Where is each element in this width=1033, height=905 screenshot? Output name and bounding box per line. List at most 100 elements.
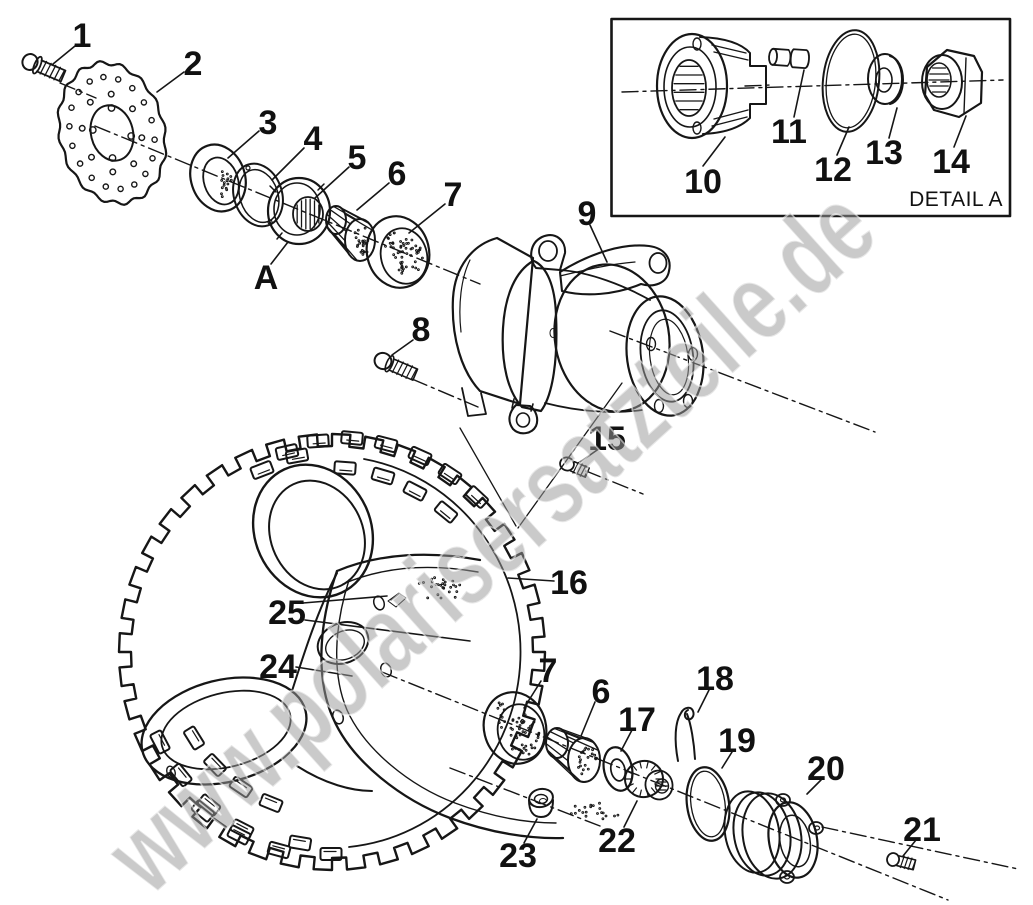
leader-13 (888, 107, 898, 139)
stipple-dot (353, 231, 357, 235)
stipple-dot (394, 256, 398, 259)
stipple-dot (417, 268, 420, 272)
stipple-dot (596, 812, 599, 815)
stipple-dot (518, 748, 521, 752)
part-24-wheel-rim (140, 553, 565, 840)
part-5-locking-hub (266, 176, 332, 246)
stipple-dot (591, 804, 595, 807)
bearing-rib (328, 208, 352, 225)
callout-16: 16 (550, 564, 588, 602)
part-22-flange-nut (624, 759, 674, 801)
stipple-dot (497, 721, 501, 724)
stipple-dot (391, 242, 395, 245)
stipple-dot (529, 743, 533, 747)
stipple-dot (363, 226, 367, 230)
leader-19 (721, 751, 733, 769)
part-2-brake-disc (56, 60, 168, 206)
stipple-dot (396, 251, 400, 255)
stipple-dot (399, 250, 402, 254)
disc-hole (127, 132, 136, 140)
leader-6b (580, 701, 596, 737)
bearing-rib (329, 230, 352, 258)
bearing-rib (563, 730, 595, 744)
disc-hole (75, 88, 82, 96)
stipple-dot (388, 241, 392, 245)
stipple-dot (405, 252, 409, 256)
stipple-dot (411, 265, 415, 269)
disc-hole (149, 154, 156, 162)
part-12-retainer-ring (821, 29, 881, 133)
stipple-dot (532, 720, 536, 724)
tread-block (373, 434, 399, 454)
tread-block (433, 500, 459, 524)
stipple-dot (524, 748, 528, 752)
tread-block-edge (346, 439, 360, 442)
stipple-dot (583, 805, 587, 809)
disc-hole (102, 183, 110, 190)
stipple-dot (404, 238, 408, 241)
part-10-locking-hub-detail (655, 32, 773, 140)
stipple-dot (224, 186, 228, 190)
tread-block (226, 824, 252, 846)
stipple-dot (226, 182, 230, 186)
disc-hole (107, 90, 115, 98)
part-6b-bearing (545, 727, 601, 783)
disc-hole (108, 154, 117, 162)
disc-hole (130, 160, 138, 168)
stipple-dot (518, 724, 522, 727)
leader-17 (620, 729, 633, 752)
part-7b-bearing-cup (482, 691, 548, 765)
stipple-dot (447, 590, 451, 594)
stipple-dot (511, 747, 514, 751)
leader-3 (227, 130, 260, 159)
stipple-dot (361, 253, 365, 256)
disc-hole (138, 134, 146, 142)
stipple-dot (361, 239, 365, 243)
stipple-dot (594, 756, 597, 760)
stipple-dot (580, 751, 583, 754)
tread-block-edge (443, 472, 456, 481)
leader-7 (408, 203, 446, 234)
stipple-dot (433, 576, 437, 580)
stipple-dot (527, 729, 531, 732)
stipple-dot (500, 715, 504, 719)
nut-serration (654, 770, 662, 775)
stipple-dot (430, 585, 433, 589)
callout-leader-lines (52, 45, 967, 857)
tread-block-edge (292, 838, 306, 842)
disc-hole (66, 123, 73, 130)
stipple-dot (593, 753, 597, 757)
part-11-pin (768, 47, 810, 69)
stipple-dot (583, 748, 587, 751)
stipple-dot (451, 579, 455, 583)
leader-15 (579, 447, 601, 463)
bearing-rib (326, 213, 347, 233)
callout-3: 3 (259, 104, 278, 142)
stipple-dot (514, 746, 517, 750)
callout-23: 23 (499, 837, 537, 875)
tire-bead-opening (251, 463, 375, 599)
rim-lip-hole (166, 765, 176, 779)
stipple-dot (616, 813, 620, 817)
stipple-dot (443, 583, 447, 587)
stipple-dot (527, 752, 531, 756)
tread-block-edge (191, 730, 200, 742)
detail-a-label: DETAIL A (909, 188, 1003, 211)
stipple-dot (591, 748, 594, 752)
part-20-hub-cap (723, 790, 824, 884)
callout-5: 5 (348, 139, 367, 177)
spline-hatching (296, 65, 950, 791)
part-25-valve-stem (387, 592, 407, 608)
assembly-axis-lines (59, 82, 876, 529)
stipple-dot (222, 181, 226, 185)
tread-block (319, 846, 343, 862)
stipple-dot (417, 582, 421, 585)
tread-block-edge (413, 455, 426, 462)
stipple-dot (524, 744, 528, 748)
tread-block-edge (339, 469, 353, 472)
callout-25: 25 (268, 594, 306, 632)
stipple-dot (430, 580, 434, 584)
part-21-screw (886, 852, 917, 871)
stipple-dot (441, 578, 445, 581)
tread-block-edge (312, 442, 326, 445)
